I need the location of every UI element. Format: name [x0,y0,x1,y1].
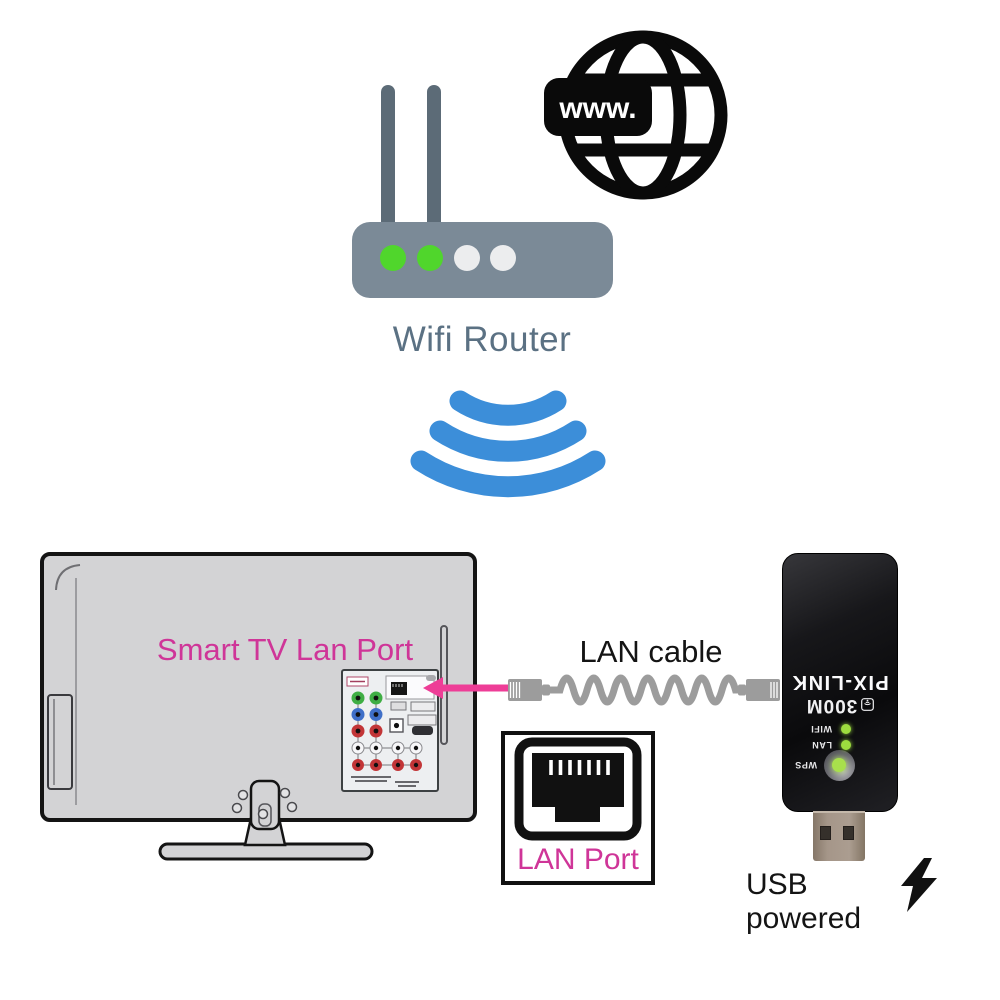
wps-label: WPS [794,760,817,771]
cable-plug-left [508,679,550,701]
wps-led [832,758,847,773]
adapter-model-row: 300M [783,694,897,716]
router-led-4 [490,245,516,271]
usb-powered-caption: USB powered [746,868,862,935]
globe-icon: www. [544,30,728,200]
hdmi-port [412,726,433,735]
adapter-brand: PIX-LINK [791,671,889,693]
tv-caption: Smart TV Lan Port [156,632,414,667]
wifi-led-row: WIFI [811,724,851,734]
wifi-logo-icon [861,698,875,712]
usb-plug [813,811,865,861]
wifi-led-label: WIFI [810,724,832,734]
lan-port-callout-box [501,731,655,885]
lan-port-caption: LAN Port [517,843,639,876]
www-label: www. [558,92,636,125]
wifi-waves-icon [410,390,606,498]
ports-panel-graphics [346,675,437,787]
ethernet-port-icon [514,737,642,841]
adapter-print-upside-down: WPS LAN WIFI 300M PIX-LINK [783,554,897,811]
tv-mount-screws [231,787,298,820]
usb-wifi-adapter: WPS LAN WIFI 300M PIX-LINK [782,553,898,812]
component-jacks [351,691,383,738]
wps-button [824,750,855,781]
www-badge: www. [544,78,652,136]
adapter-model: 300M [805,695,858,716]
lan-led-label: LAN [811,740,832,750]
lan-led-row: LAN [812,740,851,750]
tv-stand-neck [249,779,281,831]
router-led-2 [417,245,443,271]
tv-details [47,564,448,861]
router-led-1 [380,245,406,271]
pink-arrow-left-icon [423,677,510,699]
lan-led [841,740,851,750]
router-antenna-left [381,85,395,230]
usb-slot-left [820,826,831,840]
router-antenna-right [427,85,441,230]
audio-jacks [351,741,423,771]
tv-handle [47,694,73,790]
wifi-led [841,724,851,734]
usb-slot-right [843,826,854,840]
router-label: Wifi Router [392,320,572,359]
lightning-bolt-icon [901,858,937,912]
coiled-lan-cable [508,674,780,706]
lan-cable-caption: LAN cable [579,634,723,669]
wps-row: WPS [795,750,855,781]
router-led-3 [454,245,480,271]
tv-rear-ports-panel [341,669,439,792]
